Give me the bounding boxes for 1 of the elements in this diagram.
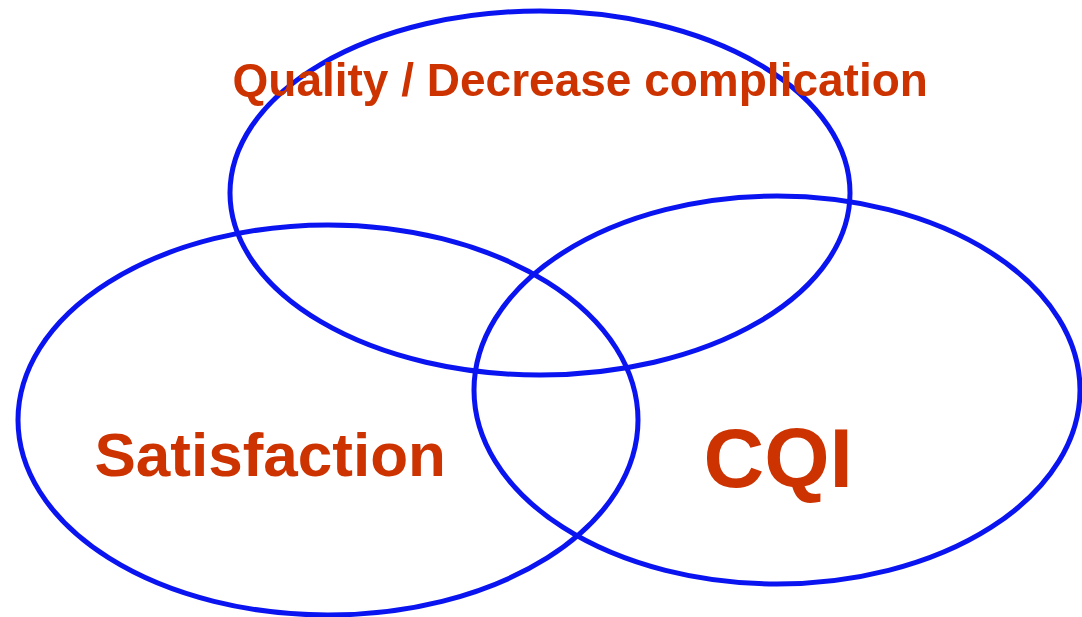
venn-label: Satisfaction [94,424,446,486]
